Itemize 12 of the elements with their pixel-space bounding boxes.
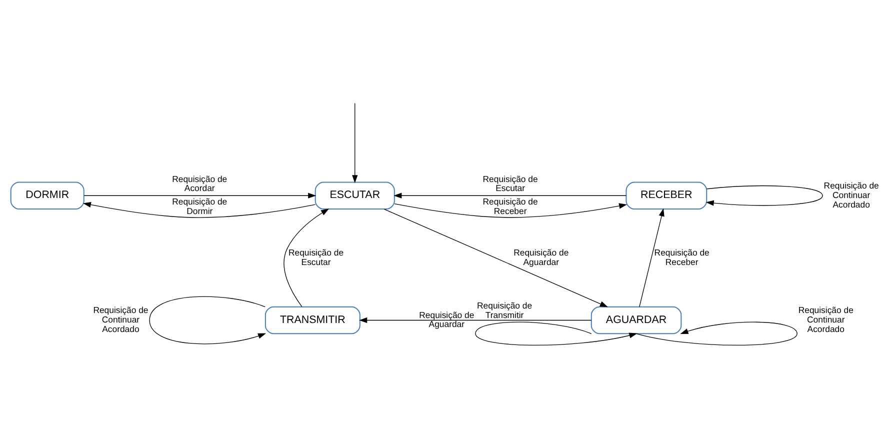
edge-label: Requisição de Escutar <box>482 173 538 193</box>
edge-label: Requisição de Receber <box>482 196 538 216</box>
edge-label: Requisição de Continuar Acordado <box>798 304 854 334</box>
edge-label: Requisição de Transmitir <box>477 300 532 320</box>
edge-label: Requisição de Continuar Acordado <box>824 180 879 209</box>
edge-label: Requisição de Aguardar <box>514 247 569 266</box>
edge-label: Requisição de Continuar Acordado <box>93 304 148 334</box>
edge-label: Requisição de Dormir <box>172 196 228 216</box>
edge-label: Requisição de Escutar <box>288 247 344 266</box>
edge-label: Requisição de Acordar <box>172 173 228 193</box>
edge-label: Requisição de Receber <box>654 247 710 266</box>
edge-label: Requisição de Aguardar <box>419 309 474 329</box>
